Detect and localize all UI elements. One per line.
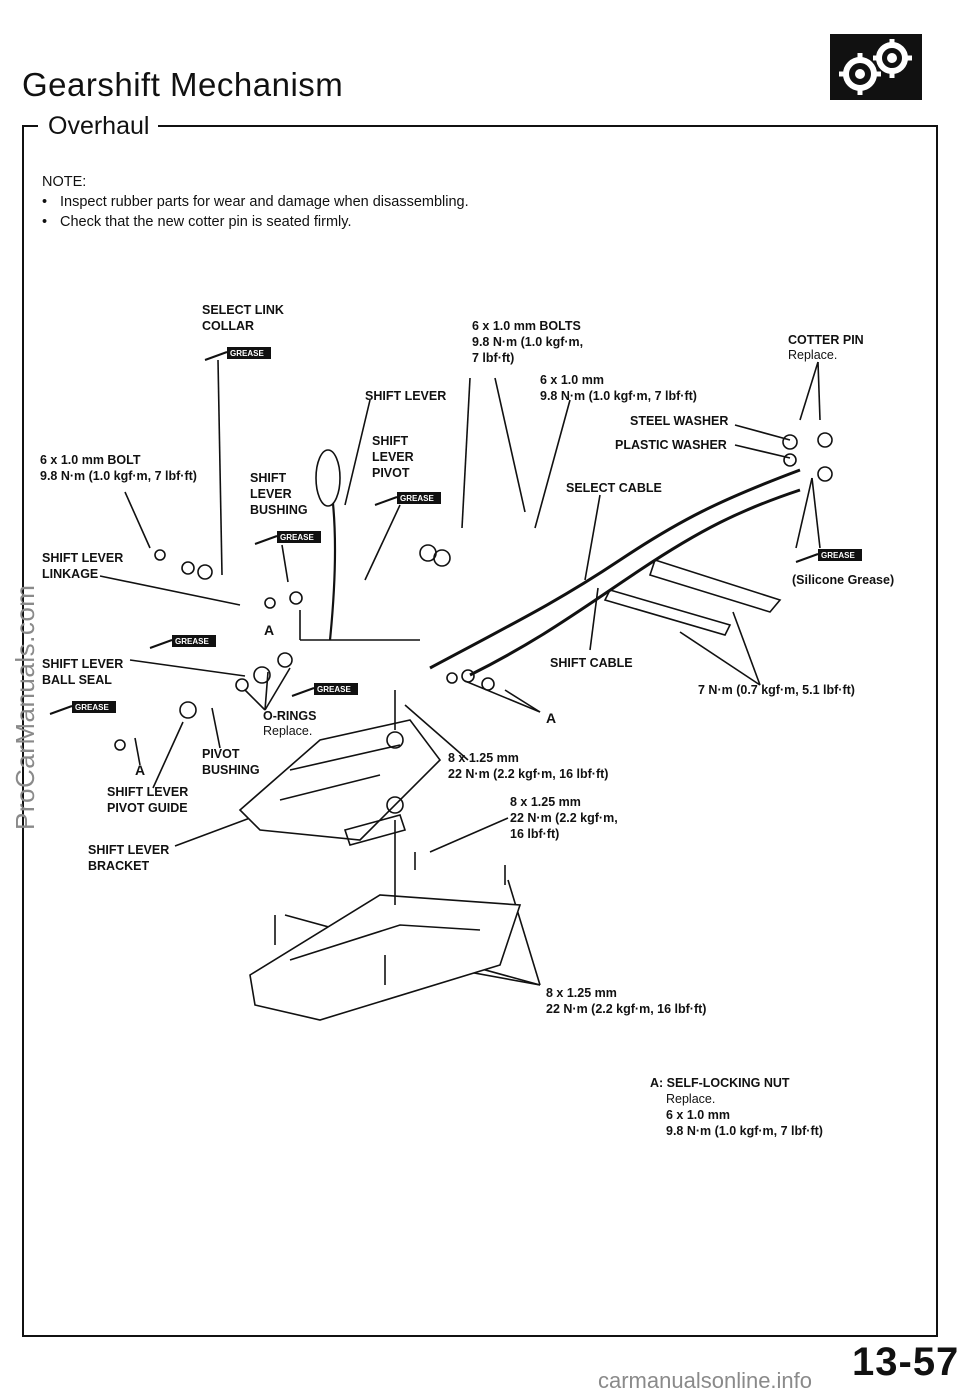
grease-tag-text: GREASE (175, 637, 209, 646)
label-select-cable: SELECT CABLE (566, 481, 662, 495)
label-shift-lever-bushing: SHIFT LEVER BUSHING (250, 471, 308, 517)
label-a: A (135, 762, 146, 778)
label-bolt-6x1-left: 6 x 1.0 mm BOLT 9.8 N·m (1.0 kgf·m, 7 lb… (40, 453, 197, 483)
gears-icon (839, 39, 912, 95)
label-cotter-pin: COTTER PIN (788, 333, 864, 347)
label-a: A (546, 710, 557, 726)
label-bolts-6x1: 6 x 1.0 mm BOLTS 9.8 N·m (1.0 kgf·m, 7 l… (472, 319, 584, 365)
legend-a-spec: 6 x 1.0 mm 9.8 N·m (1.0 kgf·m, 7 lbf·ft) (666, 1108, 823, 1138)
label-o-rings-note: Replace. (263, 724, 313, 738)
page-number: 13-57 (852, 1340, 960, 1384)
label-shift-lever-linkage: SHIFT LEVER LINKAGE (42, 551, 124, 581)
frame-top-left (22, 125, 38, 127)
note-heading: NOTE: (42, 174, 87, 190)
label-shift-lever: SHIFT LEVER (365, 389, 447, 403)
label-shift-lever-bracket: SHIFT LEVER BRACKET (88, 843, 170, 873)
label-bolt-6x1-mm: 6 x 1.0 mm 9.8 N·m (1.0 kgf·m, 7 lbf·ft) (540, 373, 697, 403)
grease-tag-text: GREASE (280, 533, 314, 542)
label-torque-7nm: 7 N·m (0.7 kgf·m, 5.1 lbf·ft) (698, 683, 855, 697)
label-cotter-pin-note: Replace. (788, 348, 838, 362)
side-watermark: ProCarManuals.com (10, 584, 40, 830)
content-frame (22, 125, 938, 1337)
label-select-link-collar: SELECT LINK COLLAR (202, 303, 284, 333)
label-bolt-8x125-b: 8 x 1.25 mm 22 N·m (2.2 kgf·m, 16 lbf·ft… (510, 795, 618, 841)
grease-tags (49, 347, 862, 715)
grease-tag-text: GREASE (317, 685, 351, 694)
grease-tag-text: GREASE (400, 494, 434, 503)
label-shift-lever-pivot: SHIFT LEVER PIVOT (372, 434, 414, 480)
grease-tag-text: GREASE (75, 703, 109, 712)
label-shift-lever-pivot-guide: SHIFT LEVER PIVOT GUIDE (107, 785, 189, 815)
footer-watermark: carmanualsonline.info (598, 1368, 813, 1393)
label-silicone-grease: (Silicone Grease) (792, 573, 895, 587)
gear-icon-badge (830, 34, 922, 100)
grease-tag-texts: GREASE GREASE GREASE GREASE GREASE GREAS… (75, 349, 855, 712)
legend-a-note: Replace. (666, 1092, 716, 1106)
label-pivot-bushing: PIVOT BUSHING (202, 747, 260, 777)
grease-tag-text: GREASE (821, 551, 855, 560)
label-shift-lever-ball-seal: SHIFT LEVER BALL SEAL (42, 657, 124, 687)
label-bolt-8x125-c: 8 x 1.25 mm 22 N·m (2.2 kgf·m, 16 lbf·ft… (546, 986, 707, 1016)
label-o-rings: O-RINGS (263, 709, 317, 723)
label-bolt-8x125-a: 8 x 1.25 mm 22 N·m (2.2 kgf·m, 16 lbf·ft… (448, 751, 609, 781)
note-block: NOTE: Inspect rubber parts for wear and … (42, 172, 469, 232)
label-steel-washer: STEEL WASHER (630, 414, 729, 428)
page-title: Gearshift Mechanism (22, 66, 344, 103)
note-item: Check that the new cotter pin is seated … (42, 212, 469, 232)
label-shift-cable: SHIFT CABLE (550, 656, 633, 670)
note-item: Inspect rubber parts for wear and damage… (42, 192, 469, 212)
section-subtitle: Overhaul (48, 112, 156, 141)
grease-tag-text: GREASE (230, 349, 264, 358)
label-plastic-washer: PLASTIC WASHER (615, 438, 727, 452)
note-list: Inspect rubber parts for wear and damage… (42, 192, 469, 232)
frame-top-right (158, 125, 936, 127)
legend-a-title: A: SELF-LOCKING NUT (650, 1076, 790, 1090)
label-a: A (264, 622, 275, 638)
